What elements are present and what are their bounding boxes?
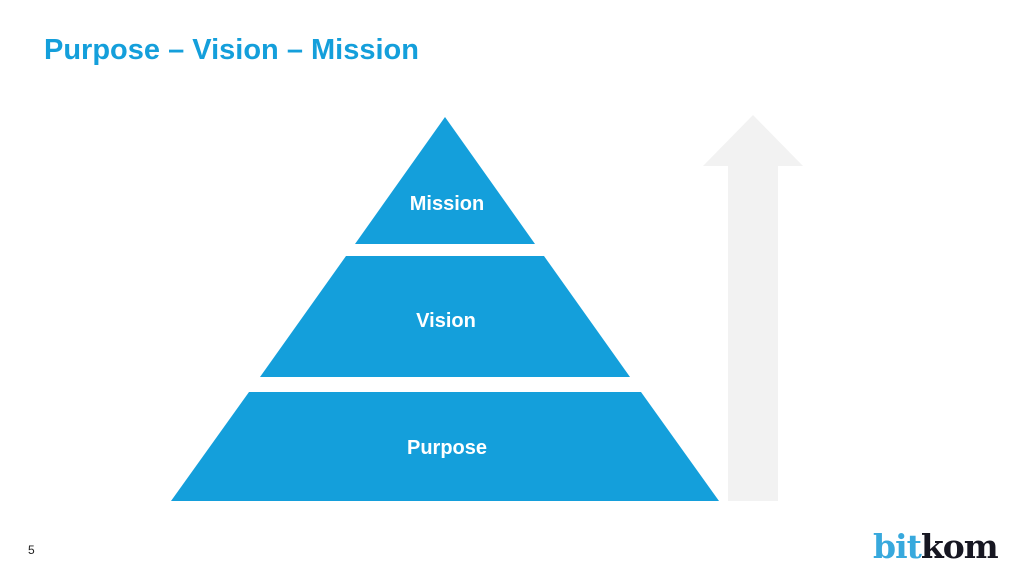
pyramid-level-purpose-shape [171,392,719,501]
bitkom-logo: bitkom [873,527,999,566]
page-number: 5 [28,543,35,557]
bitkom-logo-kom: kom [920,527,999,566]
pyramid-level-mission-shape [355,117,535,244]
slide-title: Purpose – Vision – Mission [44,34,419,66]
pyramid-level-vision-label: Vision [416,310,476,332]
bitkom-logo-bit: bit [873,527,922,566]
pyramid-level-vision-shape [260,256,630,377]
pyramid-level-mission-label: Mission [410,193,484,215]
up-arrow-icon [703,115,803,501]
pyramid-level-purpose-label: Purpose [407,437,487,459]
